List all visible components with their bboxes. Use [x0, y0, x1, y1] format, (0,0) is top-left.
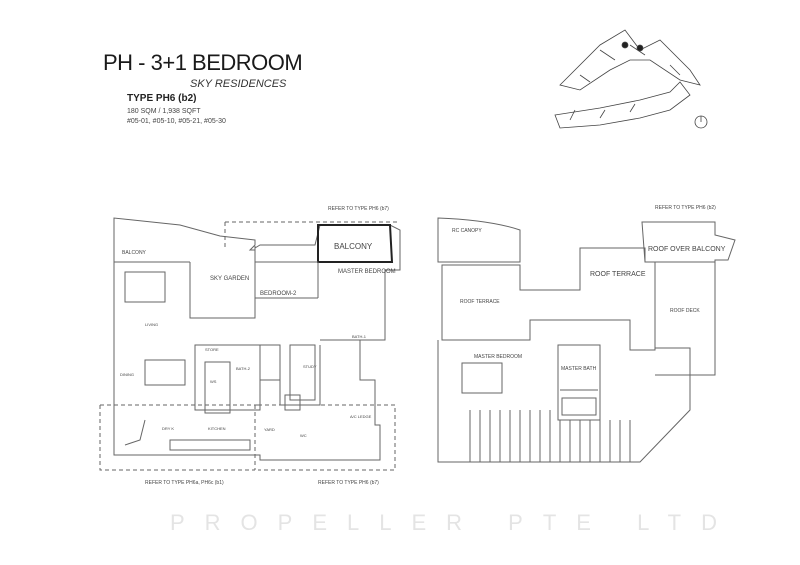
room-label: MASTER BEDROOM [474, 354, 522, 360]
room-label: MASTER BEDROOM [338, 269, 396, 275]
room-label: STUDY [303, 364, 317, 369]
upper-floor-plan: REFER TO TYPE PH6 (b2) RC CANOPY ROOF TE… [437, 205, 736, 463]
unit-area: 180 SQM / 1,938 SQFT [127, 108, 201, 115]
room-label: ROOF DECK [670, 308, 700, 314]
room-label: BEDROOM-2 [260, 291, 297, 297]
unit-numbers: #05-01, #05-10, #05-21, #05-30 [127, 118, 226, 125]
room-label: RC CANOPY [452, 228, 482, 234]
room-label: A/C LEDGE [350, 414, 372, 419]
room-label: DRY K [162, 426, 174, 431]
room-label: KITCHEN [208, 426, 226, 431]
room-label: ROOF OVER BALCONY [648, 246, 726, 253]
room-label: ROOF TERRACE [460, 299, 500, 305]
refer-label: REFER TO TYPE PH6 (b7) [328, 206, 389, 212]
refer-label: REFER TO TYPE PH6 (b7) [318, 480, 379, 486]
project-name: SKY RESIDENCES [190, 78, 287, 90]
room-label: BATH-1 [352, 334, 367, 339]
unit-type: TYPE PH6 (b2) [127, 93, 197, 104]
room-label: WC [300, 433, 307, 438]
room-label: STORE [205, 347, 219, 352]
room-label: LIVING [145, 322, 158, 327]
room-label: WS [210, 379, 217, 384]
refer-label: REFER TO TYPE PH6a, PH6c (b1) [145, 480, 224, 486]
page-title: PH - 3+1 BEDROOM [103, 50, 303, 75]
room-label: SKY GARDEN [210, 276, 249, 282]
watermark: PROPELLER PTE LTD [170, 510, 737, 535]
room-label: YARD [264, 427, 275, 432]
room-label: BALCONY [334, 242, 373, 251]
refer-label: REFER TO TYPE PH6 (b2) [655, 205, 716, 211]
room-label: DINING [120, 372, 134, 377]
north-arrow-icon [694, 115, 708, 129]
room-label: MASTER BATH [561, 366, 597, 372]
room-label: BALCONY [122, 250, 147, 256]
key-plan [554, 29, 708, 129]
room-label: ROOF TERRACE [590, 271, 646, 278]
room-label: BATH-2 [236, 366, 251, 371]
lower-floor-plan: REFER TO TYPE PH6 (b7) BALCONY SKY GARDE… [99, 206, 401, 486]
